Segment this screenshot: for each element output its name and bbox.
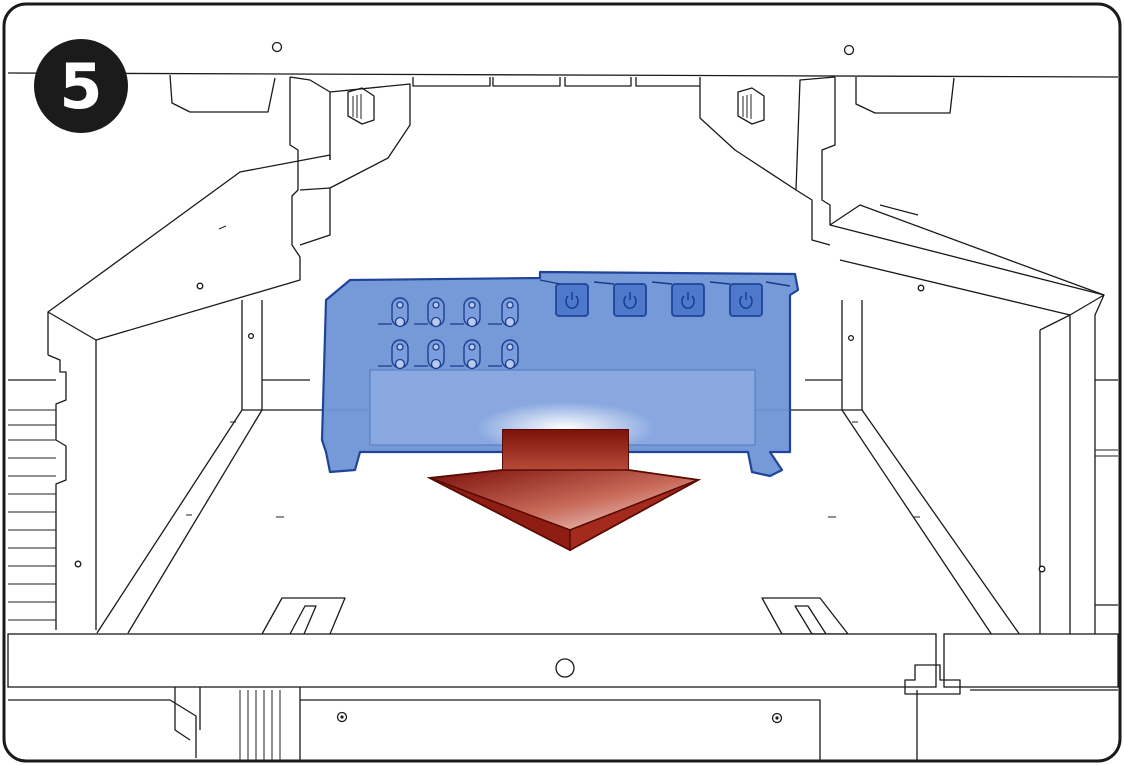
left-rail-assembly [8,76,411,630]
step-number: 5 [59,50,102,123]
step-badge-circle [34,39,128,133]
screw-hole [843,44,855,56]
screw-hole [271,41,283,53]
pull-direction-arrow-icon [426,429,702,552]
step-badge: 5 [34,39,128,133]
highlighted-module [320,270,800,478]
front-bar [7,633,1119,695]
lower-housing [8,687,1118,760]
machine-top-edge [7,41,1119,114]
right-rail-assembly [699,76,1118,635]
